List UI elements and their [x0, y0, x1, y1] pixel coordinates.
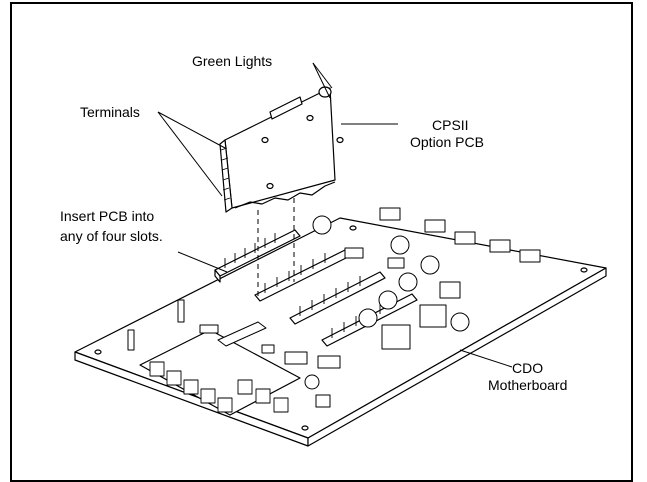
cdo-leader — [459, 349, 513, 368]
green-lights-leader-2 — [312, 62, 331, 99]
cpsii-option-pcb — [219, 86, 344, 213]
insert-pcb-label-line2: any of four slots. — [60, 228, 163, 244]
components — [127, 207, 541, 408]
green-lights-label: Green Lights — [192, 53, 273, 69]
terminals-leader-1 — [157, 111, 226, 149]
insert-pcb-label-line1: Insert PCB into — [60, 208, 155, 224]
green-lights-leader-1 — [312, 62, 333, 89]
terminals-label: Terminals — [80, 104, 140, 120]
terminal-blocks — [139, 329, 301, 416]
terminals-leader-2 — [157, 111, 223, 197]
cpsii-label-line2: Option PCB — [410, 134, 484, 150]
cpsii-label-line1: CPSII — [432, 117, 469, 133]
insert-pcb-leader — [177, 251, 228, 273]
cdo-label-line1: CDO — [512, 360, 544, 376]
cdo-label-line2: Motherboard — [488, 377, 568, 393]
